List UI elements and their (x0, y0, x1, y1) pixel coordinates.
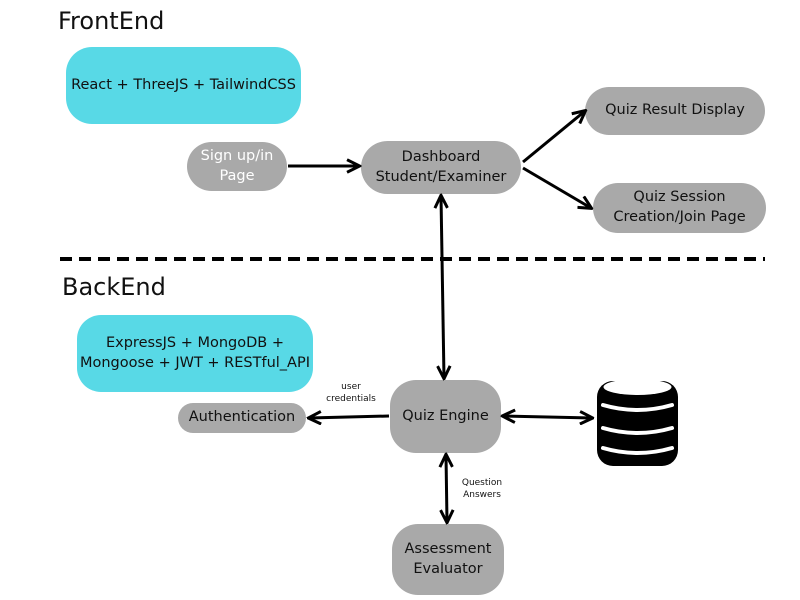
authentication-label: Authentication (188, 409, 296, 426)
quiz-session-label: Quiz Session Creation/Join Page (613, 189, 746, 225)
frontend-tech-stack-box: React + ThreeJS + TailwindCSS (66, 47, 301, 124)
database-icon (597, 379, 678, 466)
quiz-engine-node: Quiz Engine (390, 380, 501, 453)
dashboard-label: Dashboard Student/Examiner (375, 148, 507, 185)
backend-tech-stack-label: ExpressJS + MongoDB + Mongoose + JWT + R… (79, 334, 310, 371)
frontend-tech-stack-label: React + ThreeJS + TailwindCSS (71, 76, 296, 93)
quiz-result-display-label: Quiz Result Display (605, 102, 745, 119)
backend-title: BackEnd (62, 273, 166, 301)
backend-tech-stack-box: ExpressJS + MongoDB + Mongoose + JWT + R… (77, 315, 313, 392)
engine-evaluator-arrow (446, 455, 447, 522)
dashboard-engine-arrow (441, 196, 444, 378)
dashboard-to-result-arrow (522, 111, 585, 164)
assessment-evaluator-label: Assessment Evaluator (404, 540, 492, 577)
signup-page-label: Sign up/in Page (200, 147, 274, 184)
quiz-engine-label: Quiz Engine (402, 407, 489, 424)
engine-to-auth-arrow (309, 416, 390, 418)
quiz-result-display-node: Quiz Result Display (585, 87, 765, 135)
signup-page-node: Sign up/in Page (187, 142, 287, 191)
quiz-session-node: Quiz Session Creation/Join Page (593, 183, 766, 233)
user-credentials-label: user credentials (326, 382, 376, 405)
dashboard-node: Dashboard Student/Examiner (361, 141, 521, 194)
assessment-evaluator-node: Assessment Evaluator (392, 524, 504, 595)
dashboard-to-session-arrow (522, 166, 591, 208)
engine-database-arrow (503, 416, 592, 418)
question-answers-label: Question Answers (461, 478, 503, 501)
frontend-title: FrontEnd (58, 7, 165, 35)
authentication-node: Authentication (178, 403, 306, 433)
